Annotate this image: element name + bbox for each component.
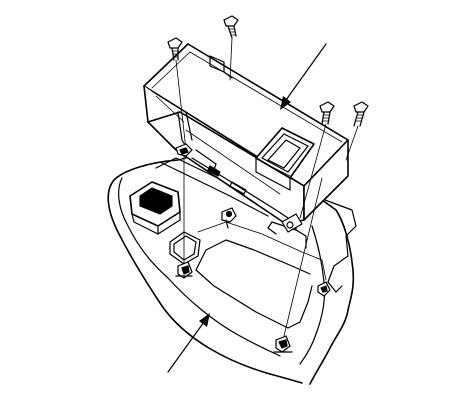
screw-right-a (319, 101, 335, 125)
switch-block (129, 181, 181, 235)
clip-left-lower (175, 261, 193, 279)
screw-top-left (167, 37, 183, 61)
clip-bottom (273, 335, 293, 353)
screw-right-b (353, 101, 369, 127)
panel-opening (169, 231, 201, 265)
clip-right (317, 281, 331, 297)
leader-line-box (280, 43, 327, 110)
screw-top-center (223, 15, 239, 39)
box-mount-tab (281, 213, 303, 233)
box-latch (255, 127, 315, 191)
screw-right-a-guide (299, 123, 327, 219)
screw-top-center-guide (229, 37, 233, 81)
leader-line-panel (167, 313, 210, 373)
console-panel (107, 151, 357, 385)
clip-left-upper (175, 143, 193, 157)
seating-zone (159, 161, 327, 329)
clip-center (221, 207, 237, 229)
screw-right-b-guide (345, 125, 359, 161)
screw-top-left-guide (175, 59, 187, 151)
clip-bottom-guide (283, 177, 323, 337)
